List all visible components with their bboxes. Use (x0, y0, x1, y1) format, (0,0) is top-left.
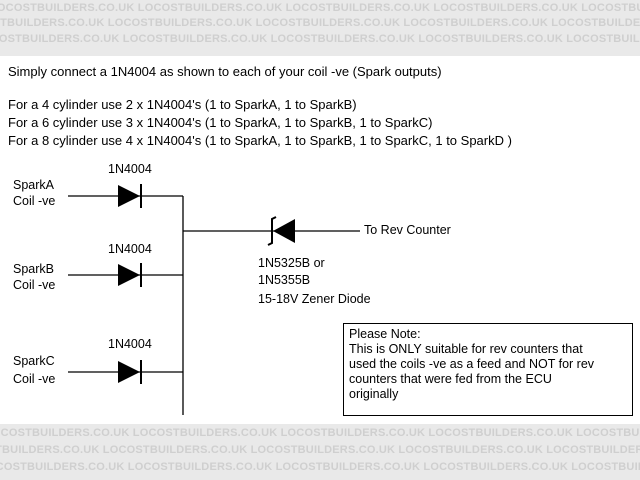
input-c-name: SparkC (13, 354, 55, 368)
watermark-band-top: LOCOSTBUILDERS.CO.UK LOCOSTBUILDERS.CO.U… (0, 0, 640, 56)
zener-label-1: 1N5325B or (258, 256, 325, 270)
note-line-3: counters that were fed from the ECU (349, 372, 552, 386)
watermark-row: LOCOSTBUILDERS.CO.UK LOCOSTBUILDERS.CO.U… (0, 444, 640, 456)
note-line-1: This is ONLY suitable for rev counters t… (349, 342, 583, 356)
diode-b (68, 263, 183, 287)
watermark-row: LOCOSTBUILDERS.CO.UK LOCOSTBUILDERS.CO.U… (0, 33, 640, 45)
input-b-coil: Coil -ve (13, 278, 56, 292)
intro-line-2: For a 4 cylinder use 2 x 1N4004's (1 to … (8, 97, 357, 112)
diode-a (68, 184, 183, 208)
input-a-coil: Coil -ve (13, 194, 56, 208)
intro-line-4: For a 8 cylinder use 4 x 1N4004's (1 to … (8, 133, 512, 148)
diode-c-label: 1N4004 (108, 337, 152, 351)
watermark-row: LOCOSTBUILDERS.CO.UK LOCOSTBUILDERS.CO.U… (0, 2, 640, 14)
input-a-name: SparkA (13, 178, 54, 192)
zener-label-2: 1N5355B (258, 273, 311, 287)
intro-line-3: For a 6 cylinder use 3 x 1N4004's (1 to … (8, 115, 433, 130)
diode-b-label: 1N4004 (108, 242, 152, 256)
diode-c (68, 360, 183, 384)
watermark-row: LOCOSTBUILDERS.CO.UK LOCOSTBUILDERS.CO.U… (0, 427, 640, 439)
rev-counter-label: To Rev Counter (364, 223, 451, 237)
note-title: Please Note: (349, 327, 421, 341)
input-c-coil: Coil -ve (13, 372, 56, 386)
note-line-2: used the coils -ve as a feed and NOT for… (349, 357, 595, 371)
note-box: Please Note: This is ONLY suitable for r… (343, 323, 633, 416)
intro-line-1: Simply connect a 1N4004 as shown to each… (8, 64, 442, 79)
zener-label-3: 15-18V Zener Diode (258, 292, 371, 306)
zener-diode (183, 216, 360, 246)
watermark-row: LOCOSTBUILDERS.CO.UK LOCOSTBUILDERS.CO.U… (0, 17, 640, 29)
watermark-row: LOCOSTBUILDERS.CO.UK LOCOSTBUILDERS.CO.U… (0, 461, 640, 473)
watermark-band-bottom: LOCOSTBUILDERS.CO.UK LOCOSTBUILDERS.CO.U… (0, 424, 640, 480)
note-line-4: originally (349, 387, 399, 401)
diode-a-label: 1N4004 (108, 162, 152, 176)
input-b-name: SparkB (13, 262, 54, 276)
